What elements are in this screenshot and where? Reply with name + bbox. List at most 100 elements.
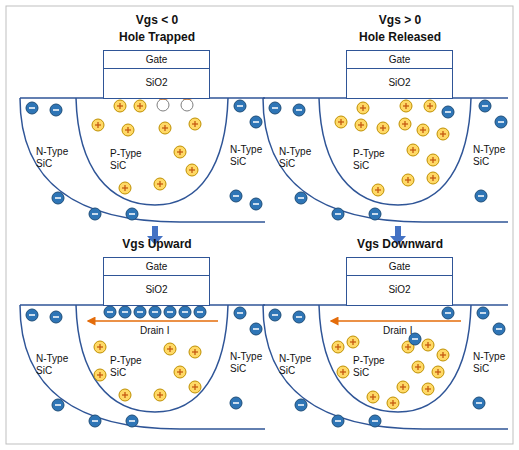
charge-circle — [407, 144, 419, 156]
minus-sign — [233, 195, 239, 197]
electron — [369, 415, 381, 427]
plus-sign — [119, 103, 120, 109]
electron — [475, 190, 487, 202]
electron — [126, 415, 138, 427]
charge-circle — [422, 339, 434, 351]
electron — [293, 311, 305, 323]
box-text: SiO2 — [388, 78, 410, 88]
region-label: P-Type SiC — [110, 355, 152, 378]
charge-circle — [250, 323, 262, 335]
electron — [250, 116, 262, 128]
charge-circle — [437, 349, 449, 361]
plus-sign — [362, 105, 363, 111]
current-label: Drain I — [140, 325, 169, 337]
electron — [269, 309, 281, 321]
hole — [164, 343, 176, 355]
device-outline — [20, 98, 265, 222]
plus-sign — [412, 147, 413, 153]
hole — [387, 397, 399, 409]
plus-sign — [417, 364, 418, 370]
oxide-box: SiO2 — [346, 275, 453, 306]
hole — [407, 144, 419, 156]
hole — [154, 178, 166, 190]
charge-circle — [412, 361, 424, 373]
minus-sign — [129, 213, 135, 215]
charge-circle — [50, 104, 62, 116]
minus-sign — [476, 402, 482, 404]
box-text: Gate — [389, 55, 411, 65]
minus-sign — [29, 107, 35, 109]
charge-circle — [295, 399, 307, 411]
charge-circle — [126, 208, 138, 220]
charge-circle — [134, 100, 146, 112]
charge-circle — [332, 341, 344, 353]
electron — [164, 306, 176, 318]
charge-circle — [194, 306, 206, 318]
minus-sign — [197, 311, 203, 313]
charge-circle — [397, 381, 409, 393]
plus-sign — [179, 149, 180, 155]
minus-sign — [129, 420, 135, 422]
box-text: SiO2 — [145, 78, 167, 88]
region-label: N-Type SiC — [230, 351, 265, 374]
electron — [119, 306, 131, 318]
minus-sign — [298, 404, 304, 406]
title-text: Vgs > 0 — [300, 14, 500, 28]
plus-sign — [432, 175, 433, 181]
hole — [335, 116, 347, 128]
charge-circle — [189, 118, 201, 130]
region-label: P-Type SiC — [353, 355, 395, 378]
hole — [94, 341, 106, 353]
flow-arrow — [331, 320, 461, 322]
plus-sign — [124, 392, 125, 398]
plus-sign — [407, 177, 408, 183]
minus-sign — [253, 328, 259, 330]
plus-sign — [97, 122, 98, 128]
minus-sign — [253, 121, 259, 123]
hole — [174, 146, 186, 158]
plus-sign — [352, 339, 353, 345]
charge-circle — [493, 323, 505, 335]
electron — [332, 415, 344, 427]
minus-sign — [480, 312, 486, 314]
plus-sign — [427, 386, 428, 392]
charge-circle — [154, 389, 166, 401]
gate-box: Gate — [103, 50, 210, 69]
electron — [473, 397, 485, 409]
hole — [189, 381, 201, 393]
charge-circle — [234, 100, 246, 112]
hole — [355, 119, 367, 131]
electron — [26, 102, 38, 114]
plus-sign — [377, 187, 378, 193]
minus-sign — [182, 311, 188, 313]
minus-sign — [498, 121, 504, 123]
charge-circle — [442, 106, 454, 118]
plus-sign — [432, 157, 433, 163]
region-label: N-Type SiC — [36, 146, 74, 169]
hole — [399, 118, 411, 130]
plus-sign — [372, 394, 373, 400]
subtitle-text: Hole Released — [300, 31, 500, 45]
charge-circle — [50, 311, 62, 323]
plus-sign — [179, 369, 180, 375]
charge-circle — [442, 307, 454, 319]
subtitle-text: Vgs Downward — [300, 238, 500, 252]
electron — [332, 208, 344, 220]
charge-circle — [164, 306, 176, 318]
plus-sign — [342, 369, 343, 375]
charge-circle — [250, 198, 262, 210]
charge-circle — [52, 192, 64, 204]
electron — [134, 306, 146, 318]
plus-sign — [404, 121, 405, 127]
hole — [186, 164, 198, 176]
charge-circle — [269, 309, 281, 321]
region-label: N-Type SiC — [230, 144, 265, 167]
hole — [154, 389, 166, 401]
charge-circle — [372, 184, 384, 196]
plus-sign — [392, 400, 393, 406]
charge-circle — [427, 172, 439, 184]
minus-sign — [372, 213, 378, 215]
oxide-box: SiO2 — [346, 68, 453, 99]
charge-circle — [293, 104, 305, 116]
plus-sign — [194, 121, 195, 127]
